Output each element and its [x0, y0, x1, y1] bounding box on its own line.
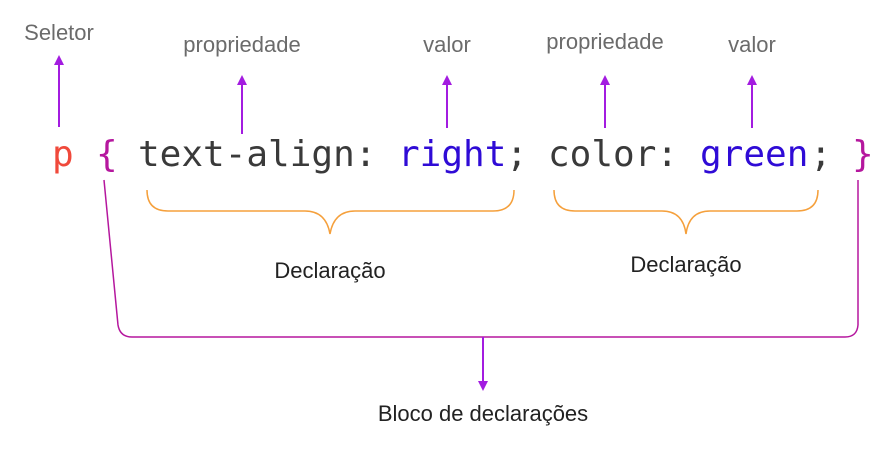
value-label-2: valor — [728, 32, 776, 57]
code-property-1: text-align: — [138, 134, 376, 175]
code-semicolon-2: ; — [810, 134, 832, 175]
value-label-1: valor — [423, 32, 471, 57]
code-value-2: green — [700, 134, 808, 175]
code-open-brace: { — [96, 134, 118, 175]
code-property-2: color: — [548, 134, 678, 175]
declaration-bracket-2 — [553, 189, 819, 235]
declaration-label-2: Declaração — [630, 252, 741, 277]
code-value-1: right — [398, 134, 506, 175]
selector-label: Seletor — [24, 20, 94, 45]
property-label-1: propriedade — [183, 32, 300, 57]
declaration-bracket-1 — [146, 189, 515, 235]
code-selector: p — [52, 134, 74, 175]
code-close-brace: } — [852, 134, 874, 175]
block-bracket — [103, 179, 859, 338]
property-label-2: propriedade — [546, 29, 663, 54]
block-label: Bloco de declarações — [378, 401, 588, 426]
declaration-label-1: Declaração — [274, 258, 385, 283]
css-code-line: p { text-align: right; color: green;} — [52, 134, 874, 175]
code-semicolon-1: ; — [506, 134, 528, 175]
